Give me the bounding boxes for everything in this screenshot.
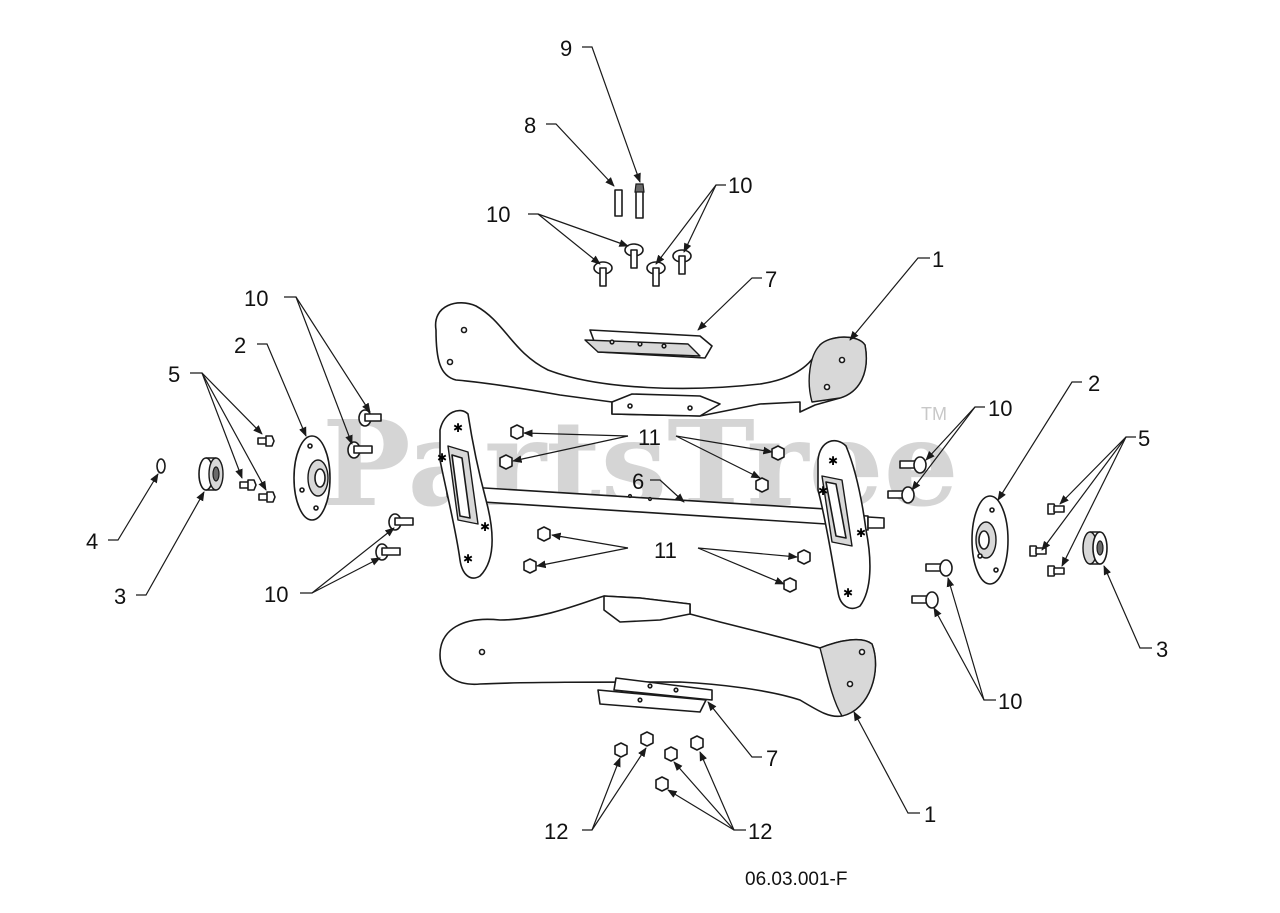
callout-1-lower: 1 — [924, 802, 936, 827]
svg-text:✱: ✱ — [828, 454, 838, 468]
callout-labels: 9 8 10 10 7 1 10 2 5 4 3 10 11 6 11 10 2… — [86, 36, 1168, 844]
callout-5-right: 5 — [1138, 426, 1150, 451]
callout-12-left: 12 — [544, 819, 568, 844]
svg-text:✱: ✱ — [818, 484, 828, 498]
top-bolt-group[interactable] — [593, 243, 692, 287]
svg-text:✱: ✱ — [437, 451, 447, 465]
right-bolt-group-upper[interactable] — [887, 456, 927, 504]
callout-11-lower: 11 — [654, 538, 677, 563]
pin-8[interactable] — [614, 189, 623, 217]
leader-lines — [108, 46, 1152, 831]
svg-text:✱: ✱ — [856, 526, 866, 540]
right-hub-flange[interactable] — [971, 495, 1009, 585]
callout-8: 8 — [524, 113, 536, 138]
callout-5-left: 5 — [168, 362, 180, 387]
callout-10-left-upper: 10 — [244, 286, 268, 311]
callout-6: 6 — [632, 469, 644, 494]
callout-10-top-right: 10 — [728, 173, 752, 198]
callout-3-right: 3 — [1156, 637, 1168, 662]
callout-9: 9 — [560, 36, 572, 61]
lower-side-rail[interactable] — [439, 595, 877, 718]
drawing-number: 06.03.001-F — [745, 869, 847, 890]
callout-7-lower: 7 — [766, 746, 778, 771]
callout-10-left-lower: 10 — [264, 582, 288, 607]
callout-12-right: 12 — [748, 819, 772, 844]
nut-group-lower[interactable] — [523, 526, 811, 593]
svg-text:✱: ✱ — [453, 421, 463, 435]
left-axle-plate[interactable]: ✱ ✱ ✱ ✱ — [437, 409, 493, 579]
left-hub-screws[interactable] — [239, 435, 276, 503]
left-bolt-group-lower[interactable] — [375, 513, 414, 561]
svg-text:✱: ✱ — [480, 520, 490, 534]
right-hub-screws[interactable] — [1029, 503, 1065, 577]
callout-10-right-lower: 10 — [998, 689, 1022, 714]
right-axle-plate[interactable]: ✱ ✱ ✱ ✱ — [817, 439, 871, 610]
svg-text:✱: ✱ — [463, 552, 473, 566]
right-bolt-group-lower[interactable] — [911, 559, 953, 609]
lower-bracket[interactable] — [597, 677, 713, 713]
left-bearing[interactable] — [198, 457, 224, 491]
callout-10-right-upper: 10 — [988, 396, 1012, 421]
left-hub-flange[interactable] — [293, 435, 331, 521]
nut-group-upper[interactable] — [499, 424, 785, 493]
pin-9[interactable] — [634, 183, 645, 219]
upper-side-rail[interactable] — [434, 302, 867, 417]
callout-4: 4 — [86, 529, 98, 554]
nut-group-bottom[interactable] — [614, 731, 704, 792]
callout-2-left: 2 — [234, 333, 246, 358]
upper-bracket[interactable] — [584, 329, 713, 359]
right-bearing[interactable] — [1082, 531, 1108, 565]
callout-11-upper: 11 — [638, 425, 661, 450]
callout-10-top-left: 10 — [486, 202, 510, 227]
watermark-trademark: TM — [921, 404, 947, 424]
callout-2-right: 2 — [1088, 371, 1100, 396]
left-retaining-ring[interactable] — [156, 458, 166, 474]
callout-3-left: 3 — [114, 584, 126, 609]
callout-1-upper: 1 — [932, 247, 944, 272]
callout-7-upper: 7 — [765, 267, 777, 292]
svg-text:✱: ✱ — [843, 586, 853, 600]
